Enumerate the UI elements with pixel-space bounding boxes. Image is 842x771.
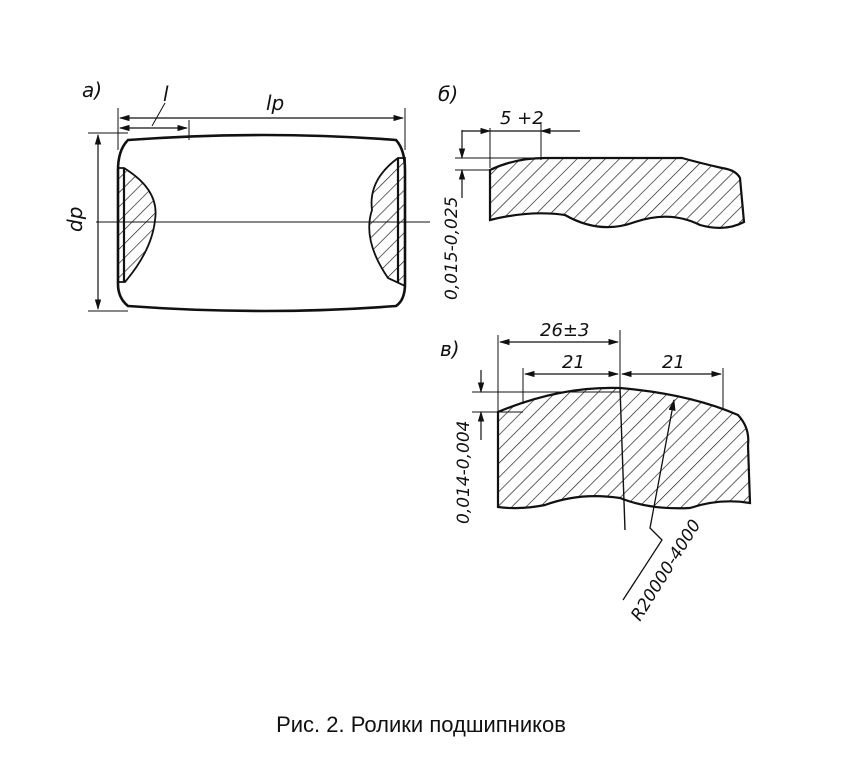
- dim-v-radius-label: R20000-4000: [627, 516, 705, 624]
- dim-l-label: l: [163, 82, 169, 106]
- dim-lp-label: lp: [266, 91, 284, 115]
- view-a-label: а): [82, 78, 102, 102]
- dim-v-right-label: 21: [662, 352, 685, 373]
- figure-caption: Рис. 2. Ролики подшипников: [276, 712, 566, 737]
- view-b-detail: б) 5 +2 0,015-0,025: [438, 82, 746, 300]
- view-b-label: б): [438, 82, 458, 106]
- dim-b-length-label: 5 +2: [500, 108, 544, 129]
- view-v-detail: в) 26±3 21 21 0,014-0,004 R20000-4000: [440, 320, 752, 625]
- center-line-v: [619, 387, 626, 531]
- radius-leader: [622, 398, 676, 601]
- view-v-label: в): [440, 337, 460, 361]
- leader-l: [151, 102, 166, 127]
- left-recess-section: [117, 167, 157, 283]
- detail-b-section: [488, 156, 746, 229]
- dim-v-total-label: 26±3: [540, 320, 589, 341]
- dim-dp-label: dp: [63, 207, 87, 232]
- dim-b-depth-label: 0,015-0,025: [442, 197, 462, 300]
- view-a-roller: а) l lp dp: [63, 78, 430, 313]
- roller-outline: [116, 133, 407, 313]
- dim-v-left-label: 21: [562, 352, 585, 373]
- dim-v-depth-label: 0,014-0,004: [454, 421, 474, 524]
